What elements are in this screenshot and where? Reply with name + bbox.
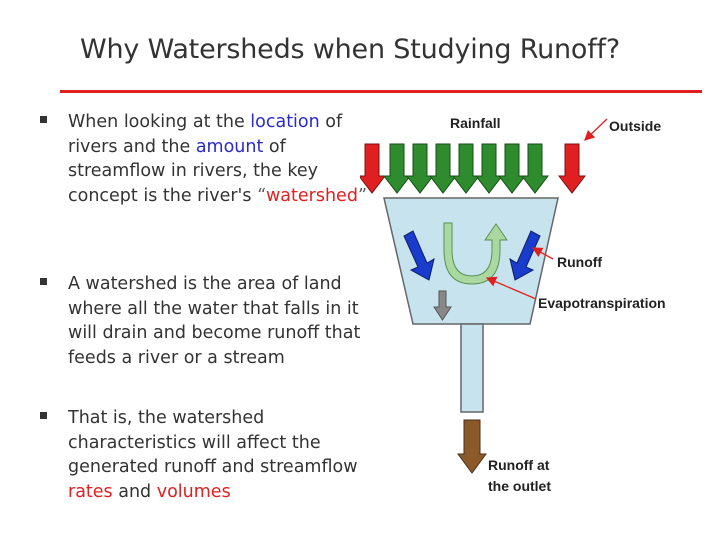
runoff-pointer (531, 247, 554, 260)
bullet-text: That is, the watershed characteristics w… (68, 406, 378, 504)
rain-arrow (382, 143, 412, 194)
evapotranspiration-arrow (443, 222, 508, 285)
rates-highlight: rates (68, 481, 113, 502)
page-title: Why Watersheds when Studying Runoff? (80, 34, 620, 65)
bullet3-text-and: and (112, 481, 157, 502)
evapotranspiration-pointer (485, 276, 537, 300)
watershed-highlight: watershed (265, 185, 358, 206)
rain-arrow (497, 143, 527, 194)
volumes-highlight: volumes (156, 481, 231, 502)
infiltration-arrow (433, 290, 452, 321)
bullet3-text-part1: That is, the watershed characteristics w… (68, 408, 358, 477)
runoff-label: Runoff (557, 254, 602, 270)
bullet1-text-part2: of rivers and the (68, 112, 343, 157)
outlet-label-line2: the outlet (488, 478, 551, 494)
rain-arrow (405, 143, 435, 194)
river-channel (460, 323, 484, 413)
open-quote: “ (257, 185, 266, 206)
bullet-text: A watershed is the area of land where al… (68, 274, 361, 368)
rain-arrow (451, 143, 481, 194)
runoff-arrow-left (403, 230, 435, 281)
title-divider (60, 90, 702, 93)
runoff-arrows (403, 230, 541, 281)
bullet-marker (40, 278, 47, 285)
bullet-marker (40, 412, 47, 419)
bullet1-text-part3: of streamflow in rivers, the key concept… (68, 136, 318, 206)
evapotranspiration-label: Evapotranspiration (538, 295, 666, 311)
rain-arrow-outside-right (557, 143, 587, 194)
rain-arrow (474, 143, 504, 194)
rainfall-label: Rainfall (450, 115, 501, 131)
watershed-funnel (383, 197, 559, 325)
rain-arrow (428, 143, 458, 194)
bullet-marker (40, 116, 47, 123)
rain-arrow-outside-left (360, 143, 387, 194)
outside-pointer (584, 118, 608, 141)
rainfall-arrows (360, 143, 587, 194)
close-quote: ” (357, 185, 367, 206)
outlet-arrow (457, 419, 487, 474)
bullet1-text-part1: When looking at the (68, 112, 251, 132)
rain-arrow (520, 143, 550, 194)
outside-label: Outside (609, 118, 661, 134)
watershed-diagram: Rainfall Outside Runoff Evapotranspirati… (360, 115, 666, 494)
bullet-text: When looking at the location of rivers a… (68, 110, 378, 208)
amount-highlight: amount (195, 136, 264, 157)
outlet-label-line1: Runoff at (488, 457, 550, 473)
location-highlight: location (250, 112, 320, 132)
runoff-arrow-right (509, 230, 541, 281)
